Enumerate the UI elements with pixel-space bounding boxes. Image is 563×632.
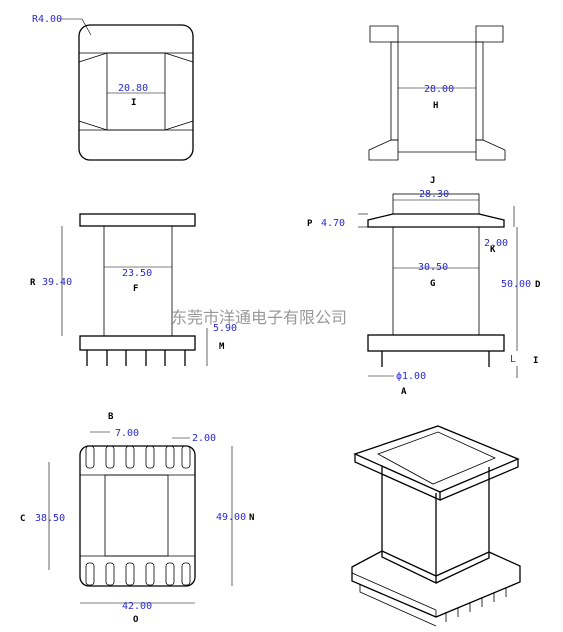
pin-l-label: I — [533, 356, 538, 366]
inner-width-dim: 28.00 — [424, 84, 454, 95]
window-label: I — [131, 98, 136, 108]
pin-length-label: M — [219, 342, 225, 352]
total-height-label: D — [535, 280, 541, 290]
flange-thickness-dim: 4.70 — [321, 218, 345, 229]
height-label: R — [30, 278, 36, 288]
pin-pitch-dim: 7.00 — [115, 428, 139, 439]
height-dim: 39.40 — [42, 277, 72, 288]
pin-l-dim: L — [510, 354, 516, 365]
bottom-view: 7.00 B 2.00 C 38.50 49.00 N 42.00 O — [20, 412, 254, 625]
depth-label: C — [20, 514, 25, 524]
section-view: 28.00 H — [368, 25, 506, 161]
window-width-dim: 20.80 — [118, 83, 148, 94]
section-label: H — [433, 101, 438, 111]
watermark: 东莞市洋通电子有限公司 — [171, 308, 347, 327]
side-core-label: G — [430, 279, 435, 289]
flange-thickness-label: P — [307, 219, 313, 229]
upper-slots — [85, 445, 191, 469]
side-view: 30.50 G 28.30 J P 4.70 2.00 K 50.00 D L … — [307, 176, 541, 397]
side-core-width-dim: 30.50 — [418, 262, 448, 273]
width-label: O — [133, 615, 139, 625]
flange-width-label: J — [430, 176, 435, 186]
length-dim: 49.00 — [216, 512, 246, 523]
width-dim: 42.00 — [122, 601, 152, 612]
front-view: 23.50 F R 39.40 5.90 M — [30, 213, 237, 366]
lower-slots — [85, 562, 191, 586]
step-dim: 2.00 — [484, 238, 508, 249]
core-label: F — [133, 284, 138, 294]
core-width-dim: 23.50 — [122, 268, 152, 279]
pin-dia-dim: ϕ1.00 — [396, 371, 426, 382]
pin-pitch-label: B — [108, 412, 114, 422]
step-label: K — [490, 245, 496, 255]
isometric-view — [351, 425, 521, 627]
top-view: 20.80 I R4.00 — [32, 14, 194, 161]
length-label: N — [249, 513, 254, 523]
depth-dim: 38.50 — [35, 513, 65, 524]
corner-radius-dim: R4.00 — [32, 14, 62, 25]
total-height-dim: 50.00 — [501, 279, 531, 290]
pin-dia-label: A — [401, 387, 407, 397]
flange-width-dim: 28.30 — [419, 189, 449, 200]
slot-dim: 2.00 — [192, 433, 216, 444]
pin-length-dim: 5.90 — [213, 323, 237, 334]
